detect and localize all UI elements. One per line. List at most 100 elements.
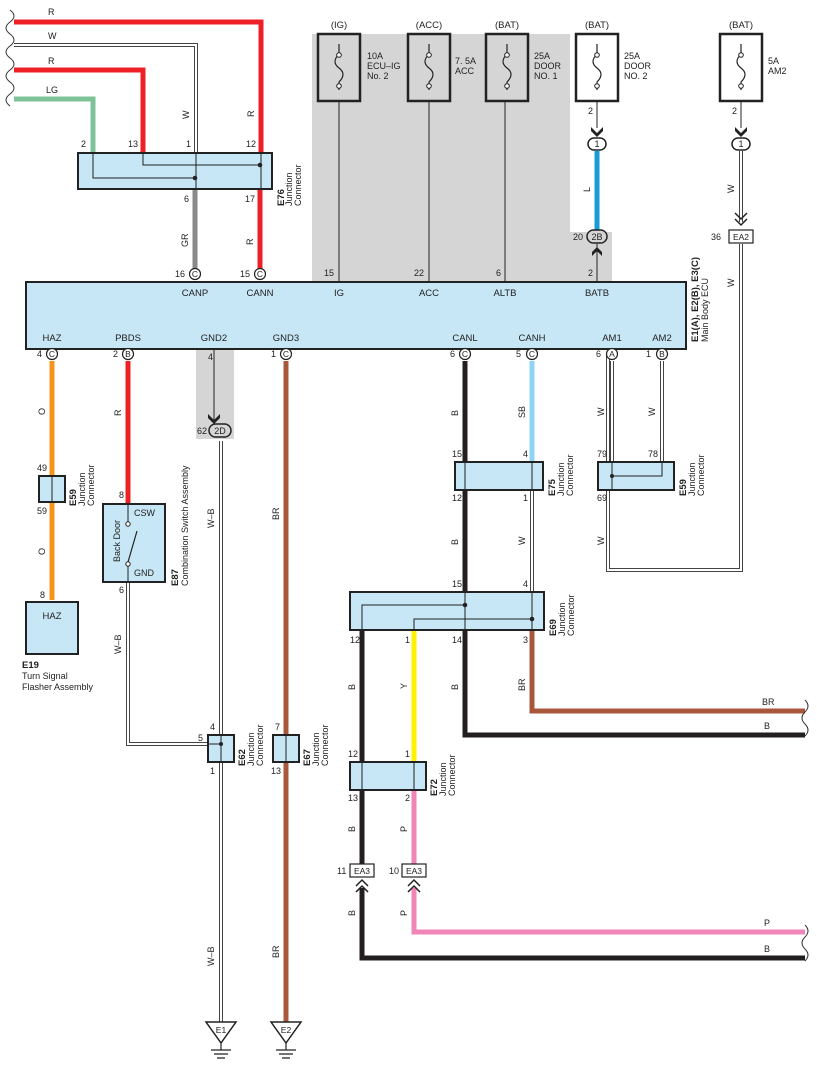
- connector-code: E59: [678, 479, 689, 496]
- wire-color-label: BR: [762, 697, 775, 707]
- connector-letter: C: [49, 349, 55, 359]
- pin-label: 6: [450, 349, 455, 359]
- wire-color-label: GR: [180, 233, 190, 247]
- wire-color-label: W–B: [206, 508, 216, 528]
- wire-color-label: R: [246, 110, 256, 117]
- connector-name: Junction: [246, 732, 256, 766]
- ecu-bottom-pins: C 4 B 2 4 C 1 C 6 C 5 A 6 B 1: [37, 347, 669, 362]
- fuse-name: AM2: [768, 66, 787, 76]
- wire-color-label: SB: [517, 406, 527, 418]
- connector-letter: C: [462, 349, 468, 359]
- component-code: E87: [170, 569, 181, 586]
- pin-label: 1: [523, 493, 528, 503]
- junction-connector-e59-right: 79 78 69 E59 Junction Connector: [597, 449, 706, 503]
- wire-color-label: W: [181, 110, 191, 119]
- source-acc-label: (ACC): [416, 20, 442, 31]
- inline-connector-2b: 2B 20: [573, 229, 608, 256]
- pin-label: 6: [496, 268, 501, 278]
- inline-pin: 1: [594, 139, 599, 149]
- pin-label: 4: [37, 349, 42, 359]
- inline-pin: EA3: [354, 866, 370, 876]
- wire-color-label: B: [764, 721, 770, 731]
- pin-label: 12: [350, 635, 360, 645]
- connector-name: Connector: [566, 594, 576, 636]
- fuse-name-2: No. 2: [367, 71, 389, 81]
- terminal-pbds: PBDS: [115, 333, 141, 344]
- terminal-gnd3: GND3: [273, 333, 299, 344]
- ground-label: E1: [216, 1025, 227, 1035]
- pin-label: 4: [208, 352, 213, 362]
- fuse-rating: 10A: [367, 51, 383, 61]
- wire-b-ea3: [359, 888, 805, 961]
- inline-pin: 2D: [214, 426, 226, 436]
- connector-code: E69: [548, 619, 559, 636]
- inline-connector-2d: 2D 62: [197, 414, 232, 438]
- connector-name: Connector: [255, 724, 265, 766]
- wire-color-label: BR: [517, 678, 527, 691]
- pin-label: 12: [246, 139, 256, 149]
- component-name: Flasher Assembly: [22, 682, 94, 692]
- wire-color-labels: GR R W R L W W O O R W–B W–B W–B BR BR B…: [37, 110, 775, 966]
- junction-connector-e69: 15 4 12 1 14 3 E69 Junction Connector: [349, 579, 576, 645]
- input-wire-labels: R W R LG: [46, 7, 58, 95]
- terminal-haz: HAZ: [43, 611, 62, 622]
- pin-label: 15: [452, 449, 462, 459]
- component-name: Combination Switch Assembly: [180, 465, 190, 586]
- wire-color-label: BR: [271, 945, 281, 958]
- pin-label: 1: [186, 139, 191, 149]
- connector-letter: C: [283, 349, 289, 359]
- wire-color-label: P: [399, 826, 409, 832]
- wire-color-label: W–B: [206, 946, 216, 966]
- junction-connector-e72: 12 1 13 2 E72 Junction Connector: [348, 749, 457, 803]
- wire-color-label: W: [517, 536, 527, 545]
- pin-label: 1: [210, 766, 215, 776]
- wire-color-label: R: [245, 238, 255, 245]
- terminal-acc: ACC: [419, 288, 439, 299]
- fuse-rating: 25A: [624, 51, 640, 61]
- source-bat-label: (BAT): [495, 20, 519, 31]
- pin-label: 1: [405, 749, 410, 759]
- component-name: Turn Signal: [22, 671, 68, 681]
- pin-label: 2: [732, 106, 737, 116]
- fuse-rating: 5A: [768, 56, 779, 66]
- pin-label: 17: [245, 194, 255, 204]
- wire-color-label: B: [347, 826, 357, 832]
- pin-label: 2: [81, 139, 86, 149]
- wire-color-label: W: [596, 407, 606, 416]
- pin-label: 15: [452, 579, 462, 589]
- pin-label: 1: [646, 349, 651, 359]
- connector-letter: C: [257, 269, 263, 279]
- pin-label: 2: [405, 793, 410, 803]
- fuse-rating: 7. 5A: [455, 56, 476, 66]
- pin-label: 13: [128, 139, 138, 149]
- terminal-am1: AM1: [602, 333, 622, 344]
- pin-label: 4: [523, 579, 528, 589]
- fuse-name-2: NO. 1: [534, 71, 558, 81]
- pin-label: 11: [337, 866, 346, 876]
- wire-color-label: L: [582, 187, 592, 192]
- pin-label: 13: [271, 766, 281, 776]
- junction-connector-e76: 2 13 1 12 6 17 E76 Junction Connector: [77, 139, 303, 206]
- connector-name: Connector: [447, 754, 457, 796]
- connector-name: Connector: [565, 454, 575, 496]
- junction-connector-e62: 4 5 1 E62 Junction Connector: [198, 722, 265, 776]
- connector-name: Junction: [438, 762, 448, 796]
- ground-label: E2: [281, 1025, 292, 1035]
- connector-name: Junction: [77, 472, 87, 506]
- connector-letter: B: [125, 349, 131, 359]
- pin-label: 69: [597, 493, 607, 503]
- wire-color-label: W: [726, 184, 736, 193]
- fuse-door-no1: (BAT) 25A DOOR NO. 1: [484, 20, 562, 103]
- wire-color-label: P: [764, 918, 770, 928]
- pin-label: 4: [210, 722, 215, 732]
- connector-letter: C: [529, 349, 535, 359]
- pin-label: 5: [516, 349, 521, 359]
- terminal-canp: CANP: [182, 288, 208, 299]
- wire-color-label: B: [347, 910, 357, 916]
- terminal-batb: BATB: [585, 288, 609, 299]
- wire-color-label: BR: [271, 507, 281, 520]
- ecu-top-pins: C 16 C 15 15 22 6 2: [175, 267, 593, 281]
- junction-connector-e75: 15 4 12 1 E75 Junction Connector: [452, 449, 575, 503]
- pin-label: 6: [184, 194, 189, 204]
